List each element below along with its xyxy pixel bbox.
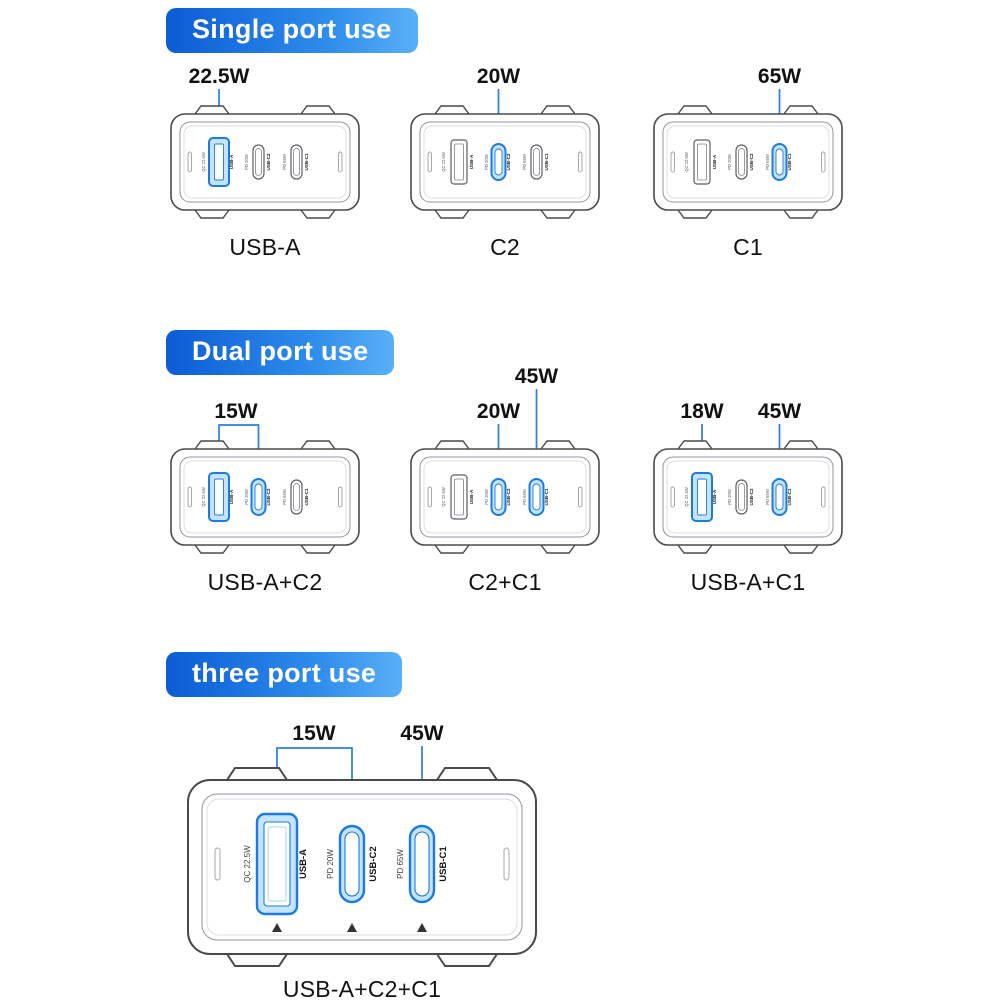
figure-caption: C1 xyxy=(733,234,763,260)
wattage-label-2: 45W xyxy=(758,400,801,423)
single-item-c1: 65W C1 xyxy=(633,30,863,261)
section-header-three-port: three port use xyxy=(166,652,403,697)
wattage-label: 22.5W xyxy=(189,65,250,88)
wattage-label: 18W xyxy=(680,400,723,423)
c1-highlight xyxy=(771,143,788,181)
wattage-label-bracket: 15W xyxy=(292,722,335,745)
single-item-c2: 20W C2 xyxy=(390,30,620,261)
wattage-label: 20W xyxy=(477,65,520,88)
dual-item-c2-c1: 45W 20W C2+C1 xyxy=(390,365,620,596)
section-header-dual-port: Dual port use xyxy=(166,330,395,375)
c1-highlight xyxy=(528,478,545,516)
c2-highlight xyxy=(490,478,507,516)
charger-big xyxy=(186,766,538,968)
usba-highlight xyxy=(208,472,230,522)
wattage-label: 15W xyxy=(214,400,257,423)
dual-usba-c1-figure: 18W 45W xyxy=(653,400,843,554)
figure-caption: C2+C1 xyxy=(468,569,542,595)
dual-c2-c1-figure: 45W 20W xyxy=(410,365,600,554)
dual-item-usba-c1: 18W 45W USB-A+C1 xyxy=(633,365,863,596)
dual-item-usba-c2: 15W USB-A+C2 xyxy=(150,365,380,596)
c2-highlight xyxy=(490,143,507,181)
single-item-usba: 22.5W USB-A xyxy=(150,30,380,261)
section-header-single-port: Single port use xyxy=(166,8,418,53)
wattage-label: 65W xyxy=(758,65,801,88)
three-port-figure: 15W 45W xyxy=(186,722,538,968)
figure-caption: USB-A+C2+C1 xyxy=(282,976,442,1000)
wattage-label-upper: 45W xyxy=(515,365,558,388)
c1-highlight xyxy=(771,478,788,516)
figure-caption: USB-A xyxy=(229,234,301,260)
usba-highlight xyxy=(208,137,230,187)
figure-caption: C2 xyxy=(490,234,520,260)
c2-highlight xyxy=(250,478,267,516)
charger-small xyxy=(653,440,843,554)
single-c2-figure: 20W xyxy=(410,65,600,219)
three-port-item: 15W 45W USB-A+C2+C1 xyxy=(152,700,572,1000)
wattage-label: 20W xyxy=(477,400,520,423)
charger-small xyxy=(653,105,843,219)
figure-caption: USB-A+C1 xyxy=(690,569,806,595)
figure-caption: USB-A+C2 xyxy=(207,569,323,595)
single-c1-figure: 65W xyxy=(653,65,843,219)
charger-small xyxy=(170,105,360,219)
usba-highlight xyxy=(691,472,713,522)
wattage-label-c1: 45W xyxy=(400,722,443,745)
dual-usba-c2-figure: 15W xyxy=(170,400,360,554)
single-usba-figure: 22.5W xyxy=(170,65,360,219)
